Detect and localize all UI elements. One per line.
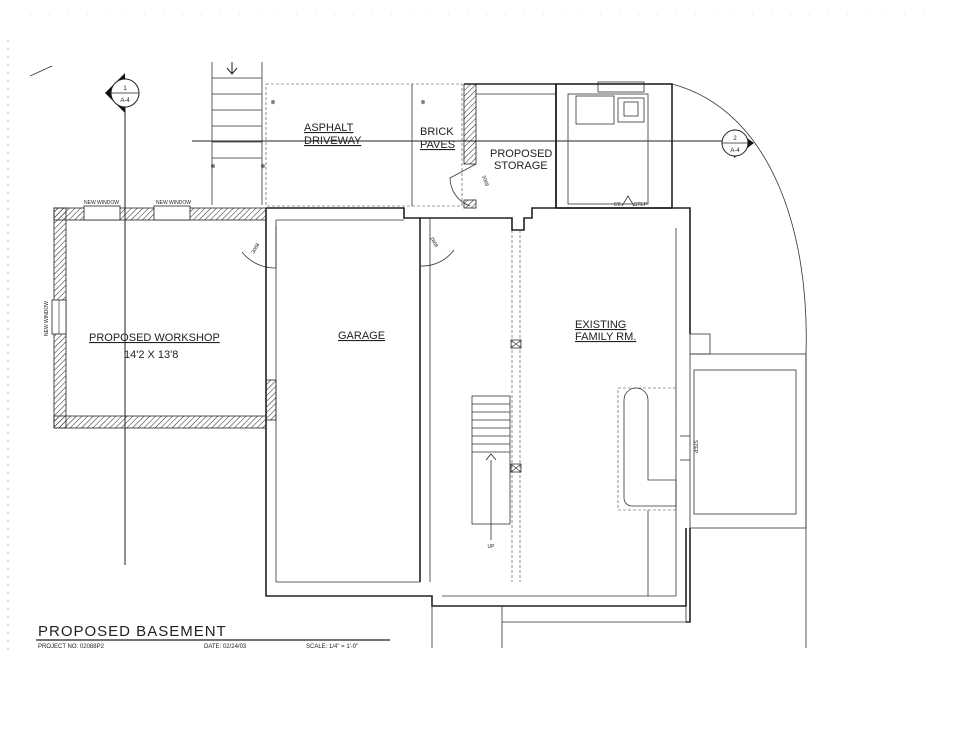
scan-edge-marks bbox=[7, 13, 940, 650]
exterior-stairs bbox=[211, 62, 263, 205]
driveway-label-line1: ASPHALT bbox=[304, 122, 354, 134]
section-marker-1-sheet: A-4 bbox=[120, 98, 130, 104]
brick-label-line1: BRICK bbox=[420, 126, 454, 138]
top-step-label: STEP bbox=[634, 202, 648, 208]
drawing-title: PROPOSED BASEMENT bbox=[38, 623, 227, 640]
storage-label-line2: STORAGE bbox=[494, 160, 548, 172]
project-number: PROJECT NO: 02088P2 bbox=[38, 644, 105, 650]
side-patio bbox=[689, 333, 807, 529]
section-marker-2-number: 2 bbox=[733, 136, 737, 142]
new-window-side: NEW WINDOW bbox=[44, 301, 50, 336]
section-marker-1-number: 1 bbox=[123, 86, 127, 92]
grid-marker-3: ⊗ bbox=[210, 164, 215, 170]
workshop-door-tag: 3068 bbox=[251, 242, 262, 255]
section-marker-2: 2 A-4 bbox=[192, 129, 754, 158]
new-window-top-left: NEW WINDOW bbox=[84, 200, 119, 206]
storage-label-line1: PROPOSED bbox=[490, 148, 552, 160]
interior-stairs: UP bbox=[471, 395, 511, 550]
grid-marker-4: ⊗ bbox=[260, 164, 265, 170]
drawing-date: DATE: 02/24/03 bbox=[204, 644, 247, 650]
storage-door-tag: 3068 bbox=[480, 175, 490, 188]
workshop-dimensions: 14'2 X 13'8 bbox=[124, 349, 178, 361]
storage-room: 3068 PROPOSED STORAGE bbox=[449, 83, 557, 209]
workshop-label: PROPOSED WORKSHOP bbox=[89, 332, 220, 344]
step-labels: 6'0 STEP STEP bbox=[614, 195, 698, 461]
family-room-label-line1: EXISTING bbox=[575, 319, 626, 331]
main-building: 2868 GARAGE bbox=[265, 207, 691, 648]
section-marker-2-sheet: A-4 bbox=[730, 148, 740, 154]
top-step-door-tag: 6'0 bbox=[614, 202, 621, 208]
new-window-top-right: NEW WINDOW bbox=[156, 200, 191, 206]
driveway-label-line2: DRIVEWAY bbox=[304, 135, 362, 147]
brick-label-line2: PAVES bbox=[420, 139, 455, 151]
beam-line bbox=[510, 230, 522, 582]
garage-label: GARAGE bbox=[338, 330, 385, 342]
grid-marker-1: ⊗ bbox=[270, 100, 275, 106]
driveway-area: ⊗ ⊗ ⊗ ⊗ ASPHALT DRIVEWAY BRICK PAVES bbox=[210, 83, 463, 207]
family-builtin bbox=[617, 387, 677, 596]
property-arc bbox=[671, 83, 807, 355]
drawing-scale: SCALE: 1/4" = 1'-0" bbox=[306, 644, 358, 650]
grid-marker-2: ⊗ bbox=[420, 100, 425, 106]
side-step-label: STEP bbox=[692, 440, 698, 454]
garage-door-tag: 2868 bbox=[428, 236, 439, 249]
mechanical-area bbox=[555, 81, 673, 209]
workshop-room: NEW WINDOW NEW WINDOW NEW WINDOW 3068 PR… bbox=[44, 200, 277, 429]
stair-arrow-label: UP bbox=[488, 544, 496, 550]
family-room-label-line2: FAMILY RM. bbox=[575, 331, 636, 343]
title-block: PROPOSED BASEMENT PROJECT NO: 02088P2 DA… bbox=[36, 623, 390, 650]
section-marker-1: 1 A-4 bbox=[105, 73, 140, 565]
